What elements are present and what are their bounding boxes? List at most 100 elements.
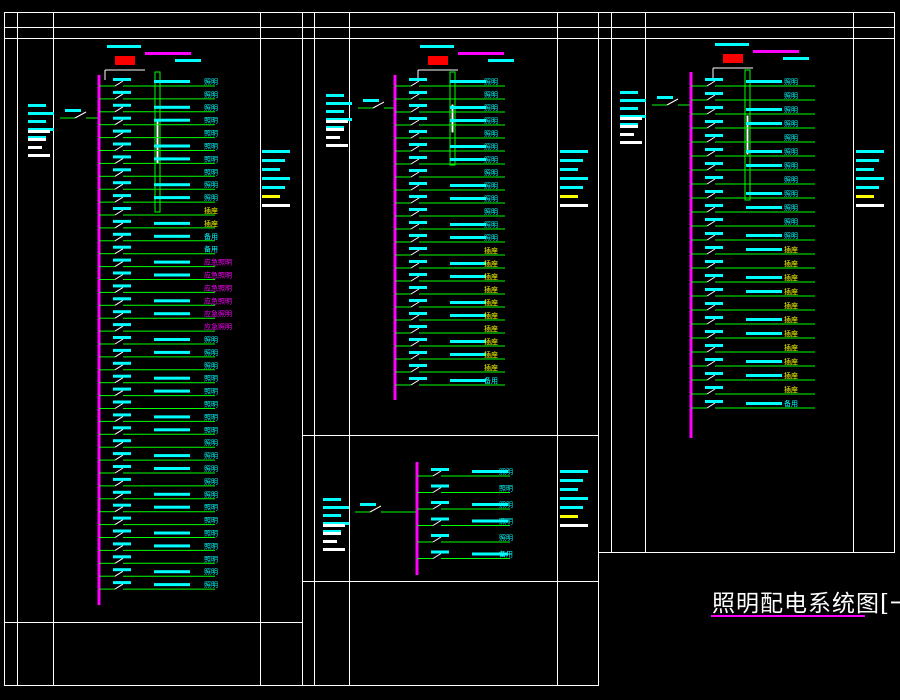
cable-spec xyxy=(450,223,486,226)
breaker-spec xyxy=(458,52,504,55)
circuit-breaker xyxy=(114,299,124,306)
cable-spec xyxy=(746,318,782,321)
circuit-label: 照明 xyxy=(499,534,513,542)
circuit-label: 照明 xyxy=(204,336,218,344)
circuit-label: 应急照明 xyxy=(204,309,232,318)
outgoing-circuit: 插座 xyxy=(691,287,815,297)
breaker-rating xyxy=(113,374,131,378)
circuit-breaker xyxy=(706,360,716,367)
breaker-rating xyxy=(705,218,723,221)
breaker-rating xyxy=(113,490,131,494)
circuit-label: 照明 xyxy=(784,204,798,212)
circuit-breaker xyxy=(706,108,716,115)
circuit-label: 照明 xyxy=(484,221,498,229)
breaker-rating xyxy=(409,260,427,263)
breaker-rating xyxy=(113,116,131,120)
circuit-breaker xyxy=(706,150,716,157)
circuit-label: 照明 xyxy=(784,176,798,184)
outgoing-circuit: 照明 xyxy=(99,336,218,345)
cable-spec xyxy=(154,505,190,509)
breaker-rating xyxy=(113,465,131,468)
outgoing-circuit: 照明 xyxy=(99,374,218,384)
circuit-breaker xyxy=(114,544,124,551)
outgoing-circuit: 照明 xyxy=(691,120,815,129)
incoming-spec-line xyxy=(28,154,50,157)
panel-note-line xyxy=(560,159,583,162)
circuit-breaker xyxy=(114,222,124,229)
circuit-label: 插座 xyxy=(784,273,798,282)
outgoing-circuit: 插座 xyxy=(99,219,218,229)
main-switch xyxy=(372,101,385,109)
breaker-rating xyxy=(409,377,427,380)
breaker-spec xyxy=(488,59,514,62)
circuit-label: 照明 xyxy=(204,555,218,563)
breaker-rating xyxy=(705,372,723,375)
circuit-label: 插座 xyxy=(784,245,798,254)
incoming-spec-line xyxy=(620,125,638,128)
breaker-rating xyxy=(705,344,723,347)
circuit-label: 插座 xyxy=(784,385,798,394)
circuit-label: 插座 xyxy=(484,298,498,307)
incoming-note-line xyxy=(326,118,352,121)
panel-note-line xyxy=(262,168,280,171)
outgoing-circuit: 照明 xyxy=(99,348,218,358)
outgoing-circuit: 照明 xyxy=(691,218,815,227)
circuit-label: 照明 xyxy=(204,413,218,421)
circuit-breaker xyxy=(410,340,420,347)
breaker-spec xyxy=(753,50,799,53)
breaker-rating xyxy=(113,271,131,275)
breaker-rating xyxy=(113,477,131,481)
breaker-rating xyxy=(705,190,723,193)
circuit-label: 照明 xyxy=(204,104,218,112)
circuit-label: 插座 xyxy=(484,324,498,333)
circuit-label: 照明 xyxy=(204,568,218,576)
outgoing-circuit: 照明 xyxy=(395,78,505,87)
outgoing-circuit: 插座 xyxy=(691,273,815,283)
circuit-breaker xyxy=(114,351,124,358)
circuit-breaker xyxy=(410,301,420,308)
breaker-rating xyxy=(113,413,131,417)
cable-spec xyxy=(746,360,782,363)
main-switch xyxy=(666,98,679,106)
breaker-rating xyxy=(705,92,723,95)
breaker-spec xyxy=(145,52,191,55)
circuit-label: 照明 xyxy=(204,478,218,486)
circuit-breaker xyxy=(410,197,420,204)
outgoing-circuit: 照明 xyxy=(99,194,218,203)
circuit-label: 照明 xyxy=(484,234,498,242)
circuit-breaker xyxy=(432,487,442,493)
breaker-rating xyxy=(409,234,427,237)
drawing-title: 照明配电系统图[一] xyxy=(712,591,900,617)
cable-spec xyxy=(472,503,508,506)
breaker-rating xyxy=(409,195,427,198)
outgoing-circuit: 照明 xyxy=(395,169,505,178)
breaker-rating xyxy=(113,90,131,94)
outgoing-circuit: 照明 xyxy=(99,142,218,151)
circuit-label: 照明 xyxy=(204,143,218,151)
circuit-label: 备用 xyxy=(484,376,498,385)
circuit-breaker xyxy=(706,122,716,129)
outgoing-circuit: 照明 xyxy=(417,517,513,526)
circuit-breaker xyxy=(114,519,124,526)
breaker-rating xyxy=(113,529,131,533)
breaker-label xyxy=(107,45,141,48)
circuit-breaker xyxy=(410,171,420,178)
circuit-label: 照明 xyxy=(784,218,798,226)
circuit-breaker xyxy=(410,327,420,334)
circuit-label: 照明 xyxy=(204,491,218,499)
circuit-label: 照明 xyxy=(484,117,498,125)
cable-spec xyxy=(154,350,190,354)
circuit-label: 照明 xyxy=(204,388,218,396)
panel-note-line xyxy=(856,150,884,153)
breaker-rating xyxy=(705,148,723,151)
breaker-spec xyxy=(783,57,809,60)
cable-spec xyxy=(450,106,486,109)
circuit-label: 照明 xyxy=(784,78,798,86)
panel-note-line xyxy=(560,479,583,482)
breaker-rating xyxy=(705,288,723,291)
outgoing-circuit: 插座 xyxy=(691,343,815,353)
outgoing-circuit: 照明 xyxy=(691,134,815,143)
incoming-spec-line xyxy=(326,128,344,131)
incoming-note-line xyxy=(323,514,341,517)
panel-note-line xyxy=(560,150,588,153)
